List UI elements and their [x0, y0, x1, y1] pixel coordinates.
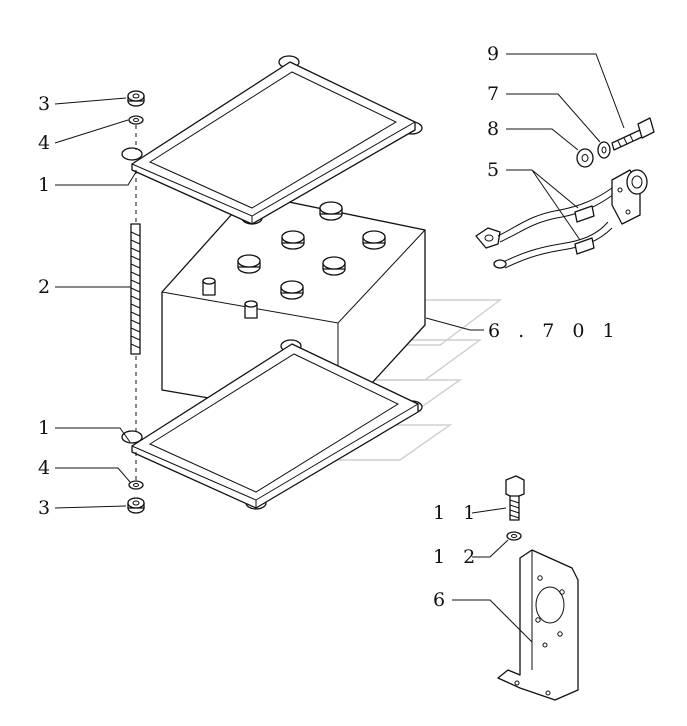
washer-12 [506, 531, 522, 541]
callout-5: 5 [487, 159, 499, 181]
bracket-6 [497, 549, 579, 701]
nut-8 [576, 148, 594, 168]
callout-3-bottom: 3 [38, 497, 50, 519]
callout-12: 1 2 [433, 546, 481, 568]
threaded-rod [130, 223, 141, 355]
callout-8: 8 [487, 118, 499, 140]
callout-7: 7 [487, 83, 499, 105]
callout-4-top: 4 [38, 132, 50, 154]
callout-6: 6 [433, 589, 445, 611]
connector-socket [611, 169, 648, 225]
leader-lines [54, 53, 625, 643]
washer-7 [597, 141, 611, 159]
reference-number: 6 . 7 0 1 [488, 320, 621, 342]
callout-labels: 3 4 1 2 1 4 3 9 7 8 5 6 . 7 0 1 1 1 1 2 … [38, 43, 621, 611]
battery-terminals [202, 277, 258, 319]
battery-cell-caps [237, 201, 386, 300]
callout-11: 1 1 [433, 502, 481, 524]
bolt-11 [505, 475, 525, 521]
bottom-nut [127, 497, 145, 514]
callout-9: 9 [487, 43, 499, 65]
top-nut [127, 90, 145, 107]
battery [161, 193, 426, 421]
bottom-frame [121, 339, 423, 510]
callout-2: 2 [38, 276, 50, 298]
callout-1-top: 1 [38, 174, 50, 196]
bottom-washer [128, 480, 144, 490]
top-washer [128, 115, 144, 125]
bolt-9 [611, 117, 655, 151]
callout-1-bottom: 1 [38, 417, 50, 439]
callout-3-top: 3 [38, 93, 50, 115]
callout-4-bottom: 4 [38, 457, 50, 479]
battery-cables [475, 187, 615, 269]
top-frame [121, 55, 423, 225]
